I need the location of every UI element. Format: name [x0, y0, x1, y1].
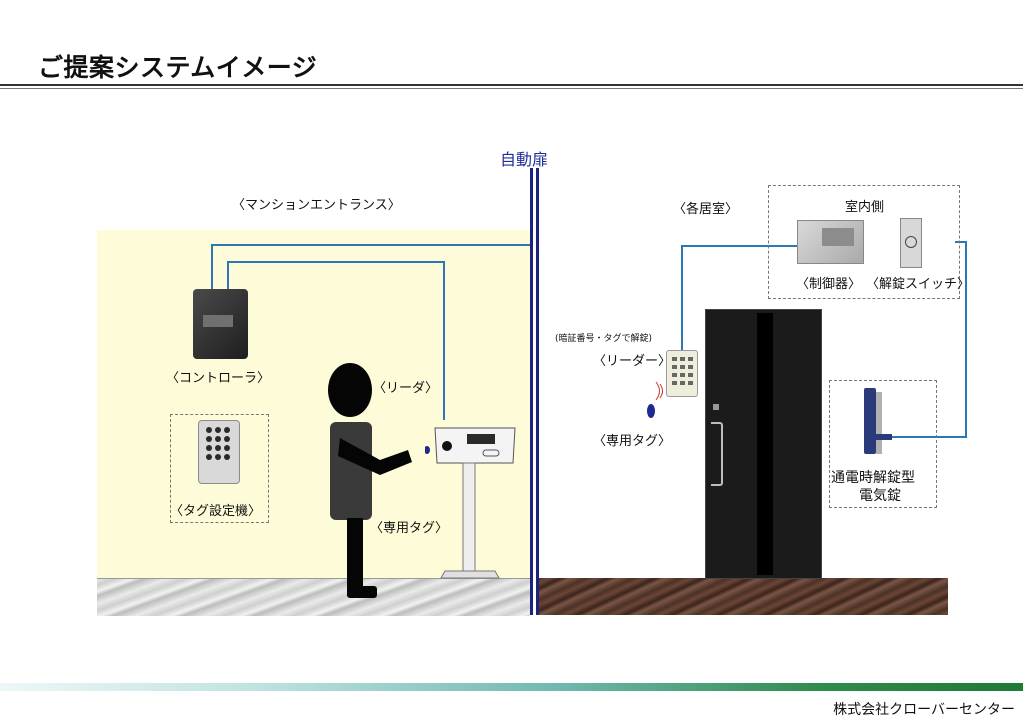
person-leg — [347, 518, 363, 596]
indoor-label: 室内側 — [845, 200, 885, 215]
entrance-tag-icon — [425, 446, 430, 454]
wire-room-reader — [681, 245, 797, 352]
person-torso — [330, 422, 372, 520]
wire-switch-lock — [892, 241, 967, 438]
tag-room-label: 〈専用タグ〉 — [593, 434, 672, 449]
room-floor — [538, 578, 948, 615]
door-keyhole — [713, 404, 719, 410]
person-head — [328, 363, 372, 417]
lock-body — [864, 388, 876, 454]
entrance-floor — [97, 578, 530, 616]
footer-company: 株式会社クローバーセンター — [833, 702, 1015, 718]
controller-label: 〈コントローラ〉 — [166, 371, 271, 386]
reader-stand — [425, 427, 516, 579]
tag-setter-device — [198, 420, 240, 484]
room-tag-icon — [647, 404, 655, 418]
lock-box — [829, 380, 937, 508]
entrance-label: 〈マンションエントランス〉 — [232, 198, 401, 213]
person-foot — [347, 586, 377, 598]
reader-button — [482, 449, 500, 457]
reader-entrance-label: 〈リーダ〉 — [373, 381, 439, 396]
title-rule-thin — [0, 88, 1023, 89]
reader-room-label: 〈リーダー〉 — [593, 354, 672, 369]
door-handle — [711, 422, 723, 486]
control-unit-plate — [822, 228, 854, 246]
auto-door-line — [530, 168, 533, 615]
indoor-box — [768, 185, 960, 299]
room-reader-keys — [672, 357, 693, 385]
lock-label-2: 電気錠 — [859, 488, 901, 504]
lock-cable — [876, 434, 892, 440]
unlock-switch-label: 〈解錠スイッチ〉 — [866, 277, 971, 292]
auto-door-label: 自動扉 — [500, 150, 549, 169]
person-figure — [328, 363, 412, 598]
room-label: 〈各居室〉 — [673, 202, 739, 217]
auto-door-line-2 — [536, 168, 539, 615]
signal-waves-icon — [655, 381, 663, 401]
person-arm — [338, 438, 412, 475]
tag-setter-box — [170, 414, 269, 523]
footer-bar — [0, 683, 1023, 691]
control-unit-label: 〈制御器〉 — [796, 277, 862, 292]
tag-setter-label: 〈タグ設定機〉 — [170, 504, 262, 519]
tag-setter-keys — [206, 427, 230, 460]
stand-pole — [462, 462, 476, 572]
tag-entrance-label: 〈専用タグ〉 — [370, 521, 449, 536]
stand-base — [440, 570, 500, 579]
reader-sensor — [442, 441, 452, 451]
lock-label-1: 通電時解錠型 — [831, 470, 915, 486]
controller-plate — [203, 315, 233, 327]
wire-controller-reader — [227, 261, 445, 420]
reader-screen — [467, 434, 495, 444]
lock-faceplate — [876, 392, 882, 454]
pin-tag-unlock-label: (暗証番号・タグで解錠) — [555, 334, 653, 344]
door-groove — [757, 313, 773, 575]
title-rule — [0, 84, 1023, 86]
unlock-switch-button — [905, 236, 917, 248]
entrance-area — [97, 230, 530, 580]
page-title: ご提案システムイメージ — [38, 53, 318, 82]
wire-controller-door — [211, 244, 530, 290]
